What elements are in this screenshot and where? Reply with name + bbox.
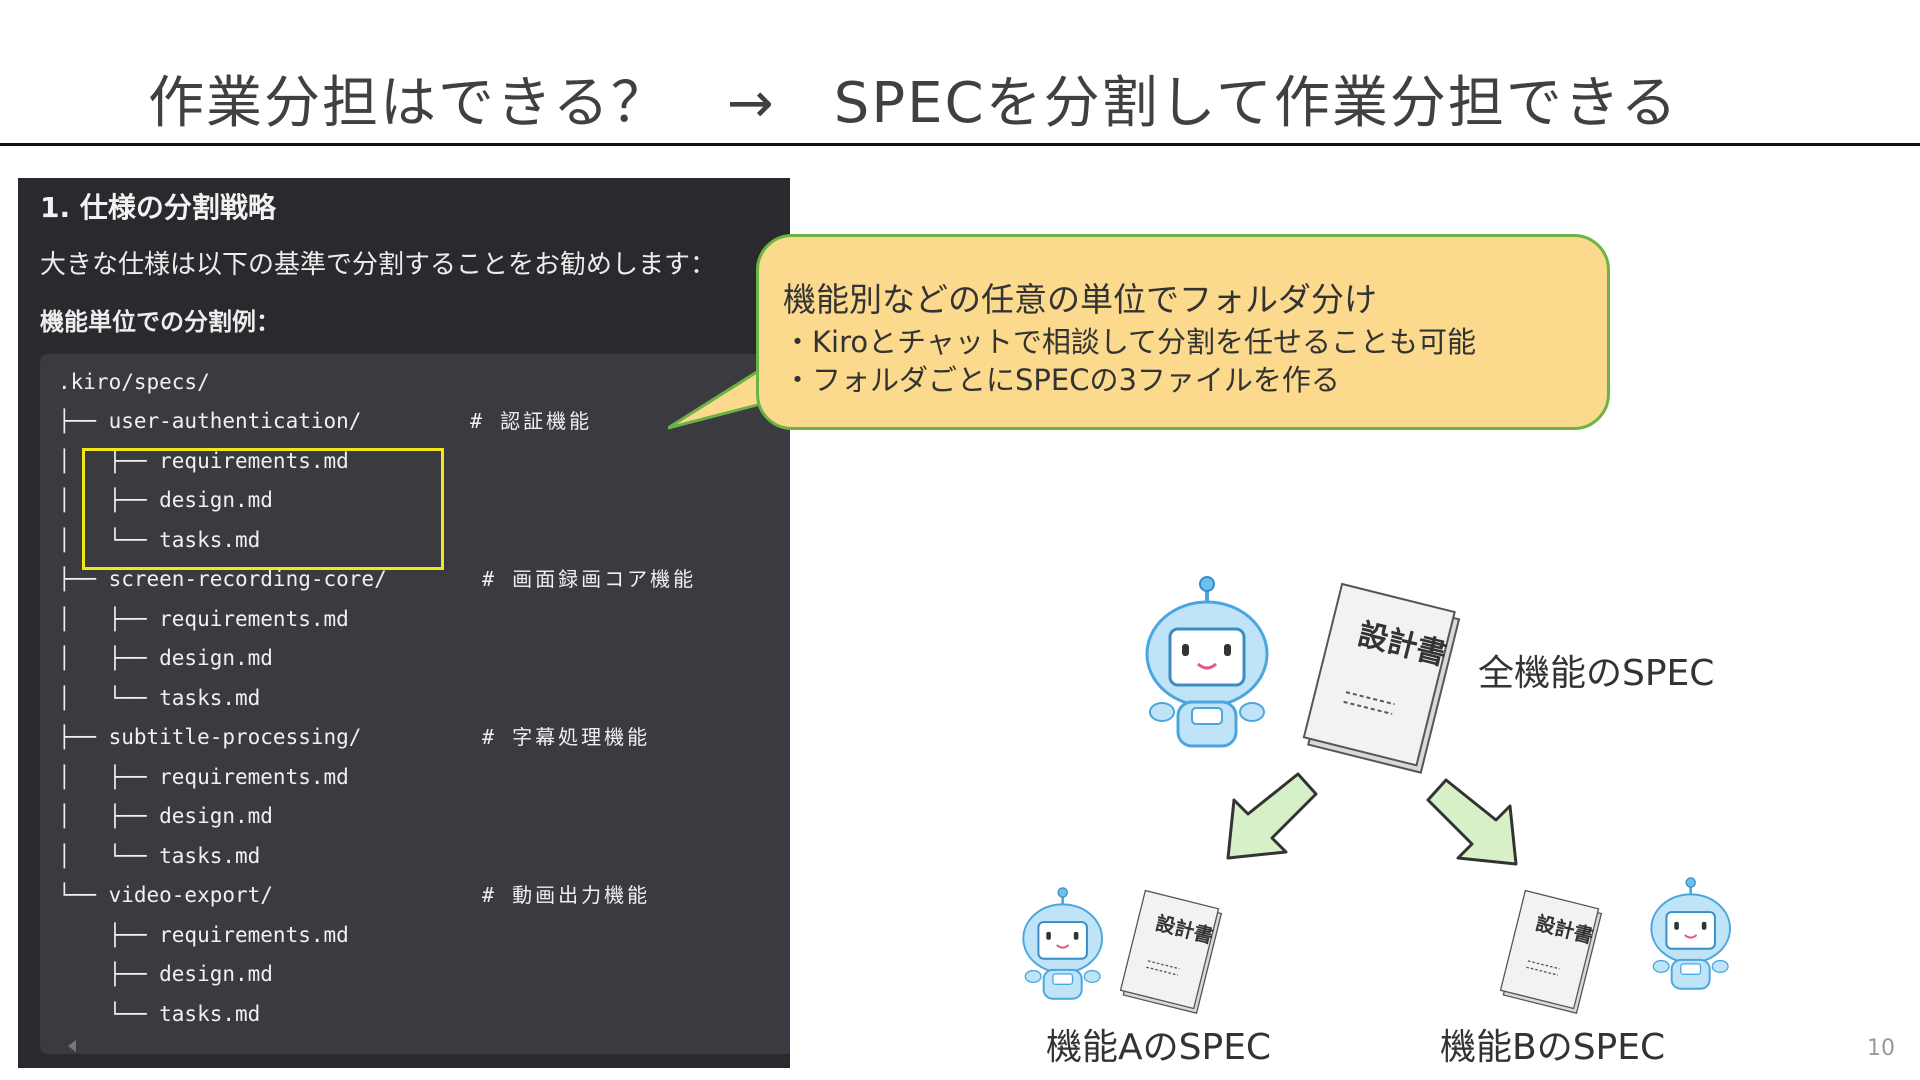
arrow-down-right-icon (1426, 778, 1518, 866)
robot-icon (1145, 576, 1269, 748)
code-line: │ ├── design.md (58, 804, 273, 828)
title-divider (0, 143, 1920, 146)
document-a-icon: 設計書 (1119, 889, 1223, 1014)
code-line: ├── screen-recording-core/ (58, 567, 387, 591)
document-icon: 設計書 (1302, 582, 1461, 774)
screenshot-heading: 1. 仕様の分割戦略 (40, 191, 276, 224)
all-spec-label: 全機能のSPEC (1478, 653, 1715, 694)
screenshot-paragraph: 大きな仕様は以下の基準で分割することをお勧めします： (40, 250, 717, 280)
slide-title: 作業分担はできる？ → SPECを分割して作業分担できる (148, 71, 1679, 136)
code-line: └── video-export/ (58, 883, 273, 907)
code-comment: # 画面録画コア機能 (482, 567, 697, 591)
code-line: │ └── tasks.md (58, 844, 261, 868)
robot-b-icon (1650, 877, 1731, 990)
document-b-icon: 設計書 (1499, 889, 1603, 1014)
code-line: ├── user-authentication/ (58, 409, 362, 433)
callout-line: ・Kiroとチャットで相談して分割を任せることも可能 (783, 325, 1476, 359)
callout-line: ・フォルダごとにSPECの3ファイルを作る (783, 363, 1340, 397)
code-comment: # 動画出力機能 (482, 883, 651, 907)
code-line: └── tasks.md (58, 1002, 261, 1026)
highlight-box (82, 448, 444, 570)
page-number: 10 (1867, 1036, 1895, 1061)
screenshot-subheading: 機能単位での分割例： (40, 308, 280, 336)
code-line: .kiro/specs/ (58, 370, 210, 394)
code-comment: # 認証機能 (470, 409, 593, 433)
scroll-left-icon[interactable] (68, 1040, 76, 1052)
code-line: ├── requirements.md (58, 923, 349, 947)
spec-b-label: 機能BのSPEC (1440, 1027, 1666, 1068)
code-line: │ └── tasks.md (58, 528, 261, 552)
code-line: │ ├── design.md (58, 488, 273, 512)
arrow-down-left-icon (1226, 772, 1318, 860)
code-block: .kiro/specs/ ├── user-authentication/ │ … (40, 354, 790, 1054)
spec-screenshot: 1. 仕様の分割戦略 大きな仕様は以下の基準で分割することをお勧めします： 機能… (18, 178, 790, 1068)
callout-bubble: 機能別などの任意の単位でフォルダ分け ・Kiroとチャットで相談して分割を任せる… (756, 234, 1610, 430)
code-line: │ ├── requirements.md (58, 607, 349, 631)
code-line: │ ├── design.md (58, 646, 273, 670)
code-line: │ └── tasks.md (58, 686, 261, 710)
code-line: │ ├── requirements.md (58, 449, 349, 473)
callout-line: 機能別などの任意の単位でフォルダ分け (783, 280, 1377, 319)
spec-a-label: 機能AのSPEC (1046, 1027, 1272, 1068)
robot-a-icon (1022, 887, 1103, 1000)
code-line: ├── design.md (58, 962, 273, 986)
code-line: ├── subtitle-processing/ (58, 725, 362, 749)
code-comment: # 字幕処理機能 (482, 725, 651, 749)
code-line: │ ├── requirements.md (58, 765, 349, 789)
